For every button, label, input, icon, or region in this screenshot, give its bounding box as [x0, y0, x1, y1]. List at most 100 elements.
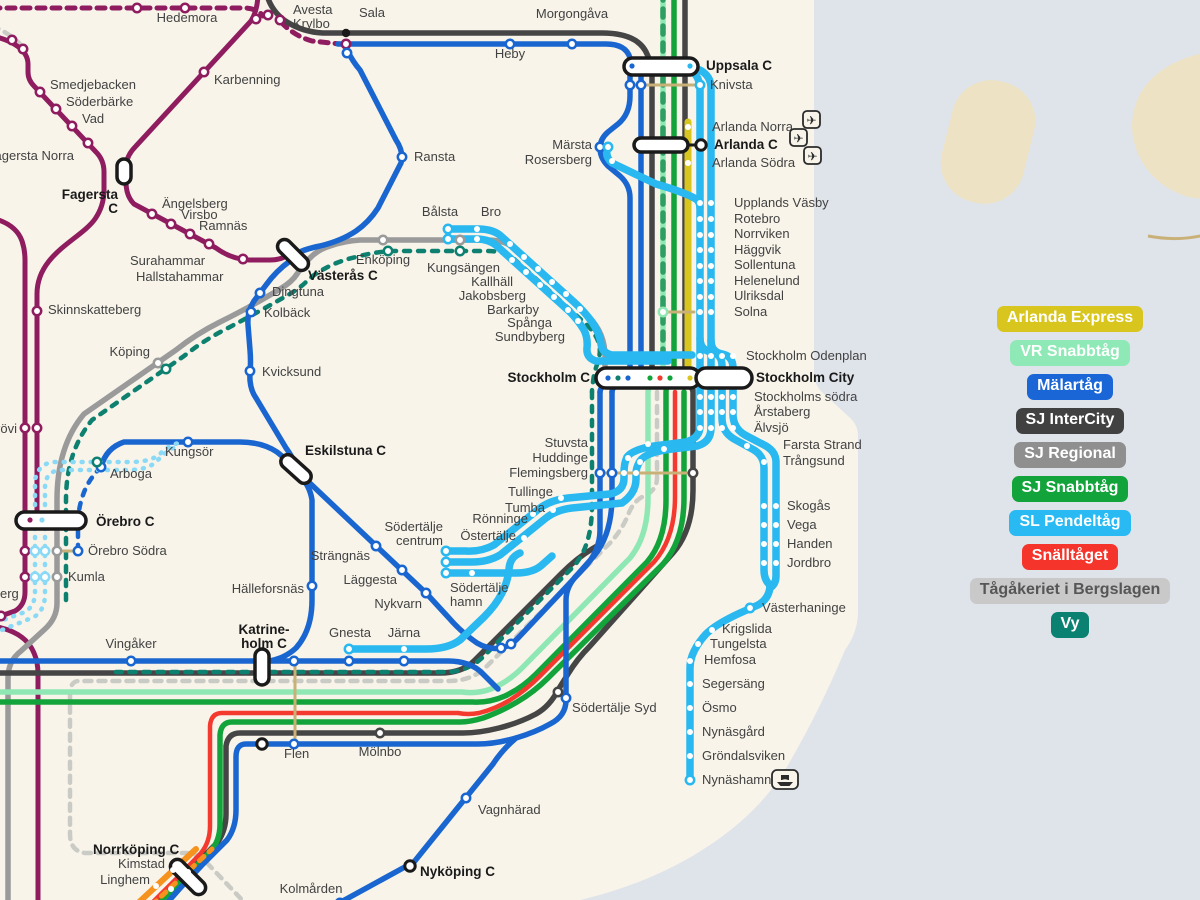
station-label: Vad — [82, 111, 104, 126]
station-marker — [687, 729, 693, 735]
station-label: Arlanda Norra — [712, 119, 794, 134]
station-label: Häggvik — [734, 242, 781, 257]
line-gd-loop — [67, 389, 660, 900]
station-marker — [442, 223, 454, 235]
line-lbd-2 — [42, 444, 178, 517]
station-marker — [440, 545, 452, 557]
interchange-pill — [115, 157, 133, 186]
station-marker — [343, 643, 355, 655]
station-label: Stockholms södra — [754, 389, 858, 404]
station-marker — [708, 278, 714, 284]
station-marker — [697, 353, 703, 359]
station-marker — [744, 602, 756, 614]
station-marker — [647, 375, 653, 381]
line-sl-balsta-2 — [446, 235, 672, 365]
station-label: Norrköping C — [93, 842, 179, 857]
station-marker — [761, 541, 767, 547]
svg-text:✈: ✈ — [806, 114, 816, 128]
station-marker — [730, 425, 736, 431]
station-label: Helenelund — [734, 273, 800, 288]
station-label: Fagersta Norra — [0, 148, 75, 163]
station-marker — [274, 14, 286, 26]
station-label: Vega — [787, 517, 817, 532]
station-marker — [66, 120, 78, 132]
station-marker — [237, 253, 249, 265]
station-label: Gnesta — [329, 625, 372, 640]
station-label: Märsta — [552, 137, 593, 152]
station-marker — [537, 282, 543, 288]
station-marker — [549, 279, 555, 285]
station-label: Ransta — [414, 149, 456, 164]
station-marker — [288, 655, 300, 667]
station-label: Kimstad — [118, 856, 165, 871]
station-label: Mölnbo — [359, 744, 402, 759]
legend-item: Mälartåg — [1027, 374, 1113, 400]
station-label: Knivsta — [710, 77, 753, 92]
station-marker — [19, 571, 31, 583]
line-blue-svealand — [294, 389, 603, 652]
station-label: Hemfosa — [704, 652, 757, 667]
station-label: Tungelsta — [710, 636, 767, 651]
legend-item: Snälltåget — [1021, 544, 1119, 570]
line-vy-south — [113, 389, 595, 675]
station-label: Nynäshamn — [702, 772, 771, 787]
station-label: Nykvarn — [374, 596, 422, 611]
station-marker — [708, 216, 714, 222]
station-marker — [708, 263, 714, 269]
station-marker — [602, 141, 614, 153]
station-label: Ramnäs — [199, 218, 248, 233]
station-label: Kungsör — [165, 444, 214, 459]
station-label: Västerås C — [308, 268, 378, 283]
station-label: Köping — [110, 344, 150, 359]
station-marker — [50, 103, 62, 115]
line-blue-marsta-loop — [597, 72, 633, 395]
interchange-pill — [14, 510, 88, 531]
station-marker — [687, 467, 699, 479]
station-marker — [609, 158, 615, 164]
interchange-pill — [253, 647, 271, 687]
station-marker — [697, 216, 703, 222]
station-label: Arlanda Södra — [712, 155, 796, 170]
line-snalltaget — [151, 389, 678, 900]
station-label: Spånga — [507, 315, 553, 330]
station-label: Arlanda C — [714, 137, 778, 152]
station-label: Rosersberg — [525, 152, 592, 167]
station-label: Rönninge — [472, 511, 528, 526]
station-label: Frövi — [0, 421, 17, 436]
station-label: Kolbäck — [264, 305, 311, 320]
plane-icon: ✈ — [789, 128, 808, 147]
station-label: Rotebro — [734, 211, 780, 226]
station-marker — [39, 517, 45, 523]
station-label: Sundbyberg — [495, 329, 565, 344]
station-marker — [605, 375, 611, 381]
station-marker — [577, 306, 583, 312]
line-avesta-sala-dash — [278, 19, 343, 47]
line-lbd-1 — [32, 440, 182, 517]
station-marker — [697, 425, 703, 431]
station-marker — [0, 610, 7, 622]
station-marker — [645, 441, 651, 447]
station-marker — [719, 353, 725, 359]
line-blue-vingaker — [0, 658, 501, 692]
station-marker — [697, 409, 703, 415]
station-label: Ösmo — [702, 700, 737, 715]
station-marker — [708, 353, 714, 359]
station-marker — [594, 467, 606, 479]
station-marker — [507, 241, 513, 247]
station-marker — [51, 545, 63, 557]
station-marker — [687, 681, 693, 687]
station-marker — [170, 867, 176, 873]
station-marker — [460, 792, 472, 804]
station-marker — [687, 705, 693, 711]
station-marker — [403, 859, 417, 873]
coast-line — [1147, 234, 1200, 241]
station-marker — [624, 79, 636, 91]
legend-item: SL Pendeltåg — [1009, 510, 1131, 536]
station-label: Kolmården — [280, 881, 343, 896]
station-label: Linghem — [100, 872, 150, 887]
station-marker — [396, 151, 408, 163]
station-marker — [684, 774, 696, 786]
station-marker — [420, 587, 432, 599]
